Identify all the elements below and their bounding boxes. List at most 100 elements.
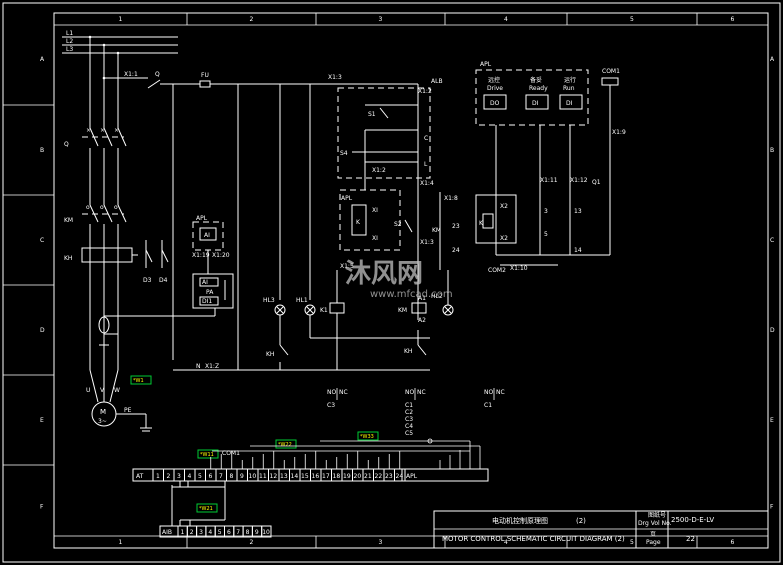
motor-label: M xyxy=(100,408,106,416)
com2-label: COM2 xyxy=(488,267,506,274)
lamp-hl1: HL1 xyxy=(296,297,308,304)
terminal-x1-12: X1:12 xyxy=(570,177,588,184)
row-label-left-F: F xyxy=(40,504,44,511)
pe-label: PE xyxy=(124,407,132,414)
contact-item-1-0: C1 xyxy=(405,402,413,409)
cont-num-23: 23 xyxy=(452,223,460,230)
strip-num-3: 3 xyxy=(177,473,181,480)
contact-item-1-2: C3 xyxy=(405,416,413,423)
xi-label-b: XI xyxy=(372,235,378,242)
plc-ch-cn-1: 备妥 xyxy=(530,76,542,84)
switch-s4: S4 xyxy=(340,150,348,157)
strip-num-18: 18 xyxy=(333,473,341,480)
col-label-bottom-5: 5 xyxy=(630,539,634,546)
col-label-bottom-1: 1 xyxy=(119,539,123,546)
row-label-right-F: F xyxy=(770,504,774,511)
kh-contact-1: KH xyxy=(266,351,274,358)
row-label-left-A: A xyxy=(40,56,45,63)
strip-num-12: 12 xyxy=(270,473,278,480)
strip-num-23: 23 xyxy=(385,473,393,480)
power-circuit: L1 L2 L3 × × × Q o o o KM KH xyxy=(62,30,215,432)
control-circuit: X1:1 Q FU X1:3 APL AI X1:19 X1:20 AI PA … xyxy=(102,71,460,371)
n-label: N xyxy=(196,363,201,370)
pa-pin-di1: DI1 xyxy=(202,298,212,305)
watermark-url: www.mfcad.com xyxy=(370,289,453,300)
com1-label: COM1 xyxy=(602,68,620,75)
switch-s1: S1 xyxy=(368,111,376,118)
x1z-label: X1:Z xyxy=(205,363,219,370)
ai-num-7: 7 xyxy=(236,529,240,536)
contact-head-nc-0: NC xyxy=(339,389,348,396)
page-label-en: Page xyxy=(646,539,661,546)
strip-num-8: 8 xyxy=(230,473,234,480)
contact-item-0-0: C3 xyxy=(327,402,335,409)
svg-text:×: × xyxy=(114,127,119,134)
overload-kh: KH xyxy=(64,255,72,262)
drawing-no: 2500-D-E-LV xyxy=(671,516,714,524)
page-no: 22 xyxy=(686,535,695,543)
ai-cell-10 xyxy=(261,525,272,538)
ai-num-9: 9 xyxy=(255,529,259,536)
svg-text:o: o xyxy=(100,204,104,211)
terminal-u: U xyxy=(86,387,90,394)
x1-pin-19: X1:19 xyxy=(192,252,210,259)
ai-num-5: 5 xyxy=(218,529,222,536)
plc-pin-5: 5 xyxy=(544,231,548,238)
phase-l2: L2 xyxy=(66,38,73,45)
pa-meter xyxy=(192,273,234,309)
terminal-x1-8: X1:8 xyxy=(444,195,458,202)
plc-ch-en-1: Ready xyxy=(529,85,548,92)
main-switch-q: Q xyxy=(64,141,69,148)
lamp-hl2: HL2 xyxy=(431,293,443,300)
plc-ch-code-1: DI xyxy=(532,100,539,107)
apl-label: APL xyxy=(196,215,208,222)
watermark: 沐风网 www.mfcad.com xyxy=(345,259,453,300)
ai-num-4: 4 xyxy=(208,529,212,536)
strip-num-6: 6 xyxy=(209,473,213,480)
svg-text:×: × xyxy=(100,127,105,134)
strip-num-16: 16 xyxy=(312,473,320,480)
terminal-x1-10: X1:10 xyxy=(510,265,528,272)
pa-pin-ai: AI xyxy=(202,279,208,286)
row-label-right-D: D xyxy=(770,327,775,334)
row-label-left-C: C xyxy=(40,237,44,244)
col-label-top-4: 4 xyxy=(504,16,508,23)
plc-ch-box-0 xyxy=(483,94,507,110)
plc-ch-en-2: Run xyxy=(563,85,575,92)
strip-num-4: 4 xyxy=(188,473,192,480)
local-box-alb xyxy=(337,87,431,179)
k-label: K xyxy=(356,219,361,226)
row-label-right-C: C xyxy=(770,237,774,244)
strip-tag-w22: *W22 xyxy=(278,442,292,448)
row-label-left-D: D xyxy=(40,327,45,334)
terminal-x1-2b: X1:2 xyxy=(372,167,386,174)
contact-head-no-1: NO xyxy=(405,389,414,396)
apl-k-label: APL xyxy=(341,195,353,202)
contact-item-1-3: C4 xyxy=(405,423,413,430)
motor-phase: 3~ xyxy=(98,418,107,425)
contact-head-nc-2: NC xyxy=(496,389,505,396)
contact-item-1-1: C2 xyxy=(405,409,413,416)
relay-k1 xyxy=(329,302,345,314)
strip-num-17: 17 xyxy=(322,473,330,480)
col-label-bottom-2: 2 xyxy=(250,539,254,546)
plc-pin-q1: Q1 xyxy=(592,179,601,186)
contact-head-no-2: NO xyxy=(484,389,493,396)
title-cn: 电动机控制原理图 xyxy=(492,516,548,525)
km-contact-label: KM xyxy=(432,227,441,234)
col-label-bottom-6: 6 xyxy=(731,539,735,546)
relay-k1-label: K1 xyxy=(320,307,328,314)
cont-num-l: L xyxy=(424,161,428,168)
row-label-right-B: B xyxy=(770,147,774,154)
phase-l1: L1 xyxy=(66,30,73,37)
terminal-x1-4: X1:4 xyxy=(420,180,434,187)
contactor-km: KM xyxy=(64,217,73,224)
plc-apl-label: APL xyxy=(480,61,492,68)
plc-apl-box xyxy=(475,69,589,126)
watermark-brand: 沐风网 xyxy=(345,259,423,289)
